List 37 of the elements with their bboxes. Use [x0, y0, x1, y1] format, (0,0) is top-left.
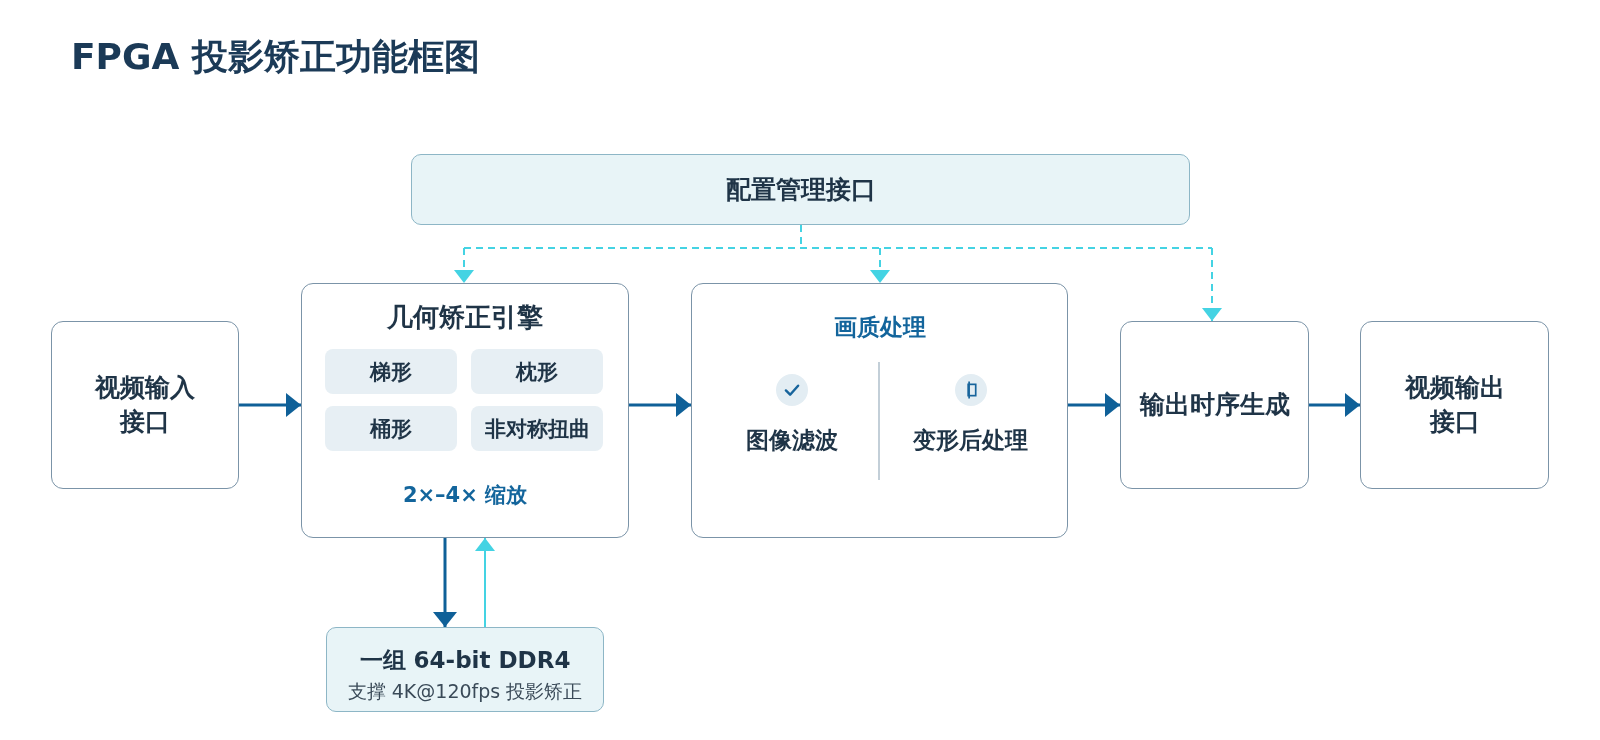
dashed-arrow	[870, 247, 890, 284]
box-label: 一组 64-bit DDR4	[359, 646, 571, 675]
process-box	[51, 321, 239, 489]
box-label: 输出时序生成	[1139, 389, 1290, 421]
process-box	[1360, 321, 1549, 489]
box-title: 画质处理	[833, 313, 926, 342]
box-label: 配置管理接口	[725, 173, 876, 206]
chip-label: 非对称扭曲	[484, 415, 590, 443]
mode-chip	[471, 406, 603, 451]
box-label: 视频输入接口	[93, 372, 196, 438]
mode-chip	[325, 406, 457, 451]
dashed-arrow	[1202, 247, 1222, 322]
interface-box	[411, 154, 1190, 225]
process-box	[691, 283, 1068, 538]
process-box	[301, 283, 629, 538]
box-label: 视频输出接口	[1403, 372, 1506, 438]
scale-label: 2×–4× 缩放	[402, 482, 528, 509]
dashed-line	[463, 224, 1213, 249]
arrow	[1309, 393, 1360, 417]
diagram-title: FPGA 投影矫正功能框图	[71, 36, 480, 78]
dashed-arrow	[454, 247, 474, 284]
box-title: 几何矫正引擎	[387, 301, 543, 334]
mode-chip	[325, 349, 457, 394]
mode-chip	[471, 349, 603, 394]
chip-label: 枕形	[516, 358, 558, 386]
chip-label: 桶形	[370, 415, 412, 443]
arrow	[239, 393, 301, 417]
arrow	[1068, 393, 1120, 417]
arrow	[629, 393, 691, 417]
arrow	[475, 537, 495, 628]
chip-label: 梯形	[370, 358, 412, 386]
process-box	[1120, 321, 1309, 489]
item-label: 图像滤波	[745, 426, 838, 455]
interface-box	[326, 627, 604, 712]
box-note: 支撑 4K@120fps 投影矫正	[347, 679, 583, 704]
item-label: 变形后处理	[913, 426, 1028, 455]
arrow	[433, 538, 457, 627]
